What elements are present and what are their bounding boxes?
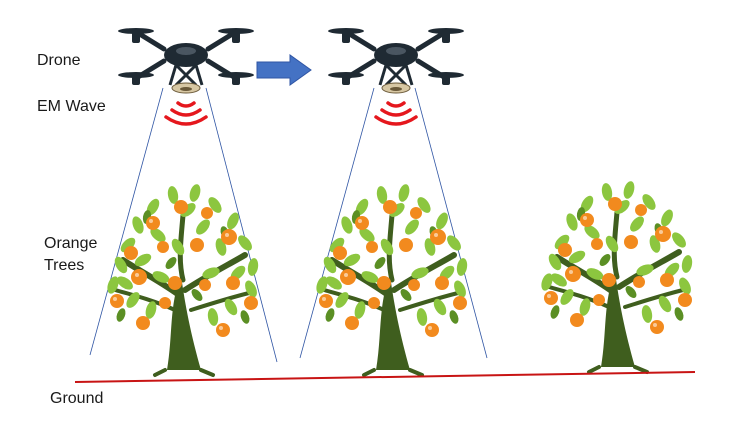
orange-tree-icon [314,183,468,375]
em-wave-icon [374,101,418,126]
direction-arrow-icon [256,54,312,86]
orange-tree-icon [539,180,693,372]
beam-cone-2 [299,87,488,359]
drone-icon [118,28,254,93]
drone-label: Drone [37,52,81,69]
ground-label: Ground [50,390,104,407]
beam-cone-1 [89,87,278,363]
em-wave-label: EM Wave [37,98,106,115]
em-wave-icon [164,101,208,126]
orange-trees-label: Orange Trees [44,235,98,274]
ground-line [74,371,696,383]
drone-icon [328,28,464,93]
orange-tree-icon [105,183,259,375]
